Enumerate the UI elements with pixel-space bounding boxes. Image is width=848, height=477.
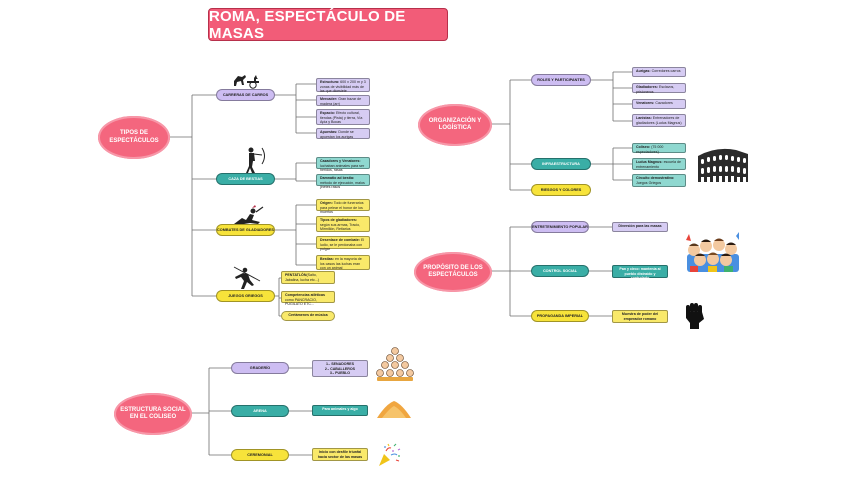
crowd-icon (686, 232, 739, 272)
node-riesgos-colores[interactable]: RIESGOS Y COLORES (531, 184, 591, 196)
node-graderio[interactable]: GRADERÍO (231, 362, 289, 374)
node-juegos-griegos[interactable]: JUEGOS GRIEGOS (216, 290, 275, 302)
javelin-thrower-icon (233, 266, 261, 289)
page-title: ROMA, ESPECTÁCULO DE MASAS (208, 8, 448, 42)
node-combates-gladiadores[interactable]: COMBATES DE GLADIADORES (216, 224, 275, 236)
detail-gladiadores-origen: Origen: Todo de funerarios para pelear e… (316, 199, 370, 214)
detail-carreras-apuestas: Apuestas: Donde se apuestan los aurigas (316, 128, 370, 139)
raised-fist-icon (686, 303, 704, 329)
detail-carreras-espacio: Espacio: Efecto cultural, tiendas (Pista… (316, 109, 370, 125)
detail-caza-cazadores: Cazadores y Venatores: luchaban animales… (316, 157, 370, 172)
detail-juegos-atleticas: Competencias atléticas como PANCRACIO, P… (281, 291, 335, 306)
detail-caza-damnatio: Damnatio ad bestia: método de ejecución,… (316, 174, 370, 189)
detail-entretenimiento: Diversión para las masas (612, 222, 668, 232)
detail-gladiadores-tipos: Tipos de gladiadores: según sus armas, T… (316, 216, 370, 232)
social-pyramid-icon (376, 347, 414, 381)
detail-roles-venatores: Venatores: Cazadores (632, 99, 686, 109)
colosseum-icon (698, 148, 748, 182)
detail-infra-coliseo: Coliseo: (75 000 espectadores) (632, 143, 686, 154)
node-carreras-de-carros[interactable]: CARRERAS DE CARROS (216, 89, 275, 101)
detail-carreras-mercader: Mercader: Gran bazar de madera (arr) (316, 95, 370, 106)
node-ceremonial[interactable]: CEREMONIAL (231, 449, 289, 461)
cloud-proposito-espectaculos: PROPÓSITO DE LOS ESPECTÁCULOS (414, 252, 492, 292)
cloud-tipos-espectaculos: TIPOS DE ESPECTÁCULOS (98, 116, 170, 159)
detail-roles-gladiadores: Gladiadores: Esclavos, prisioneros (632, 83, 686, 94)
detail-carreras-estructura: Estructura: 600 x 200 m y 3 zonas de vis… (316, 78, 370, 93)
cloud-estructura-social: ESTRUCTURA SOCIAL EN EL COLISEO (114, 393, 192, 435)
detail-arena: Para animales y algo (312, 405, 368, 416)
chariot-icon (234, 75, 259, 89)
confetti-icon (379, 443, 401, 466)
node-entretenimiento-popular[interactable]: ENTRETENIMIENTO POPULAR (531, 221, 589, 233)
node-control-social[interactable]: CONTROL SOCIAL (531, 265, 589, 277)
sand-pile-icon (377, 401, 411, 418)
node-infraestructura[interactable]: INFRAESTRUCTURA (531, 158, 591, 170)
detail-gladiadores-desenlace: Desenlace de combate: El ludio, se le pe… (316, 236, 370, 251)
node-caza-de-bestias[interactable]: CAZA DE BESTIAS (216, 173, 275, 185)
detail-graderio: 1.- SENADORES 2.- CABALLEROS 3.- PUEBLO (312, 360, 368, 377)
node-arena[interactable]: ARENA (231, 405, 289, 417)
detail-roles-aurigas: Aurigas: Corredores carros (632, 67, 686, 77)
node-propaganda-imperial[interactable]: PROPAGANDA IMPERIAL (531, 310, 589, 322)
node-roles-participantes[interactable]: ROLES Y PARTICIPANTES (531, 74, 591, 86)
gladiator-icon (234, 205, 264, 224)
hunter-archer-icon (246, 147, 265, 173)
detail-infra-ludus: Ludus Magnus: escuela de entrenamiento (632, 158, 686, 170)
detail-juegos-pentatlon: PENTATLÓN(Salto, Jabalina, lucha etc...) (281, 271, 335, 284)
detail-infra-circuito: Circuito demostrativo: Juegos Griegos (632, 174, 686, 187)
detail-ceremonial: Inicio con desfile triunfal hacia sector… (312, 448, 368, 461)
detail-juegos-musica: Certámenes de música (281, 311, 335, 321)
detail-propaganda: Muestra de poder del emperador romano (612, 310, 668, 323)
cloud-organizacion-logistica: ORGANIZACIÓN Y LOGÍSTICA (418, 104, 492, 146)
detail-roles-lanistas: Lanistas: Entrenadores de gladiadores (L… (632, 114, 686, 127)
detail-control-social: Pan y circo: mantenía al pueblo distraíd… (612, 265, 668, 280)
detail-gladiadores-bestias: Bestias: en la mayoría de los casos las … (316, 255, 370, 270)
